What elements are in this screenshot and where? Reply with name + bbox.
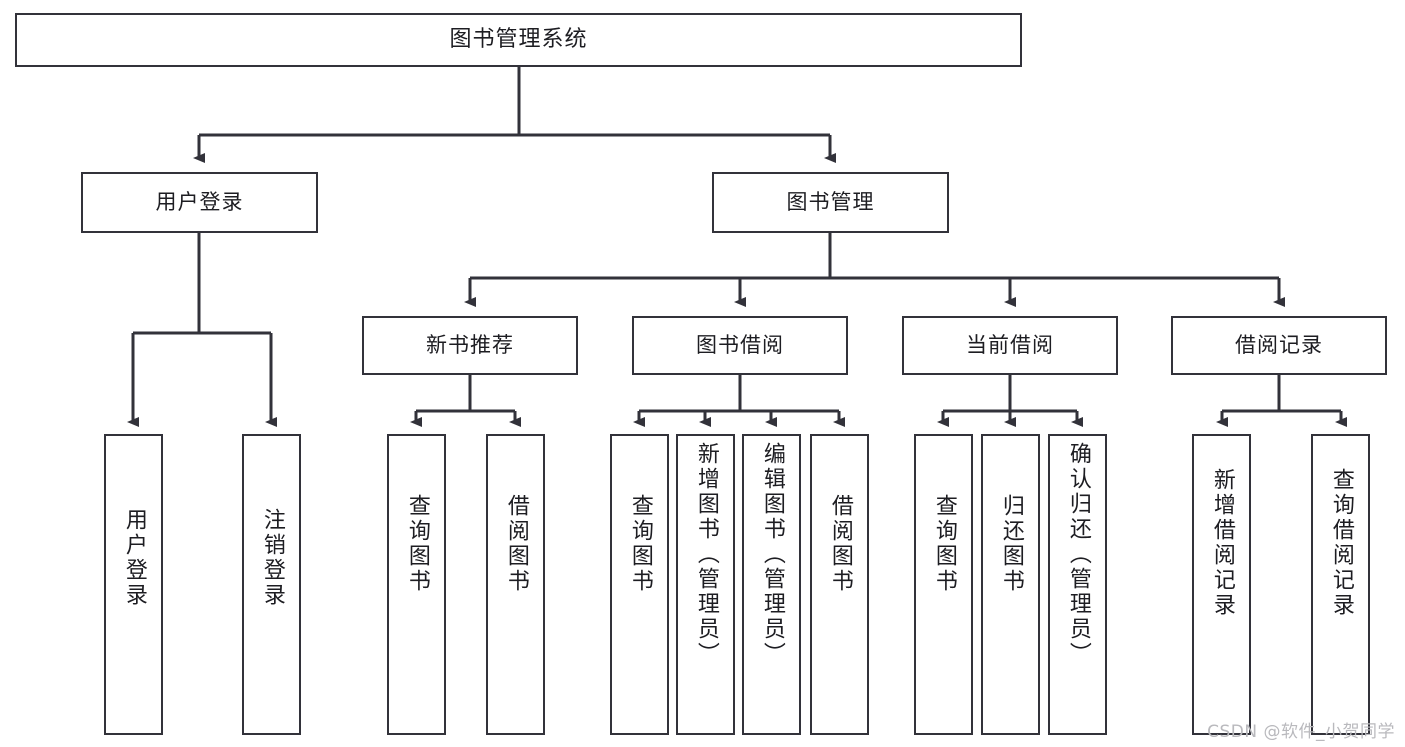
- node-label: 图书管理系统: [449, 26, 588, 52]
- node-label: 图书管理: [786, 189, 875, 214]
- leaf-add-book-admin[interactable]: 新增图书（管理员）: [676, 434, 735, 735]
- node-label: 用户登录: [155, 189, 244, 214]
- node-current-borrow[interactable]: 当前借阅: [902, 316, 1118, 375]
- node-label: 注销登录: [259, 508, 285, 608]
- node-label: 查询图书: [404, 494, 430, 594]
- leaf-confirm-return-admin[interactable]: 确认归还（管理员）: [1048, 434, 1107, 735]
- leaf-return-book[interactable]: 归还图书: [981, 434, 1040, 735]
- leaf-logout[interactable]: 注销登录: [242, 434, 301, 735]
- node-label: 查询图书: [627, 494, 653, 594]
- node-label: 当前借阅: [966, 332, 1054, 357]
- node-borrow-record[interactable]: 借阅记录: [1171, 316, 1387, 375]
- node-label: 编辑图书（管理员）: [759, 442, 785, 667]
- leaf-query-book-recommend[interactable]: 查询图书: [387, 434, 446, 735]
- leaf-query-borrow-record[interactable]: 查询借阅记录: [1311, 434, 1370, 735]
- leaf-query-book-current[interactable]: 查询图书: [914, 434, 973, 735]
- leaf-query-book-borrow[interactable]: 查询图书: [610, 434, 669, 735]
- node-book-management[interactable]: 图书管理: [712, 172, 949, 233]
- node-label: 确认归还（管理员）: [1065, 442, 1091, 667]
- node-label: 查询图书: [931, 494, 957, 594]
- leaf-borrow-book[interactable]: 借阅图书: [810, 434, 869, 735]
- leaf-borrow-book-recommend[interactable]: 借阅图书: [486, 434, 545, 735]
- watermark-text: CSDN @软件_小贺同学: [1207, 722, 1395, 742]
- node-label: 查询借阅记录: [1328, 468, 1354, 618]
- node-user-login[interactable]: 用户登录: [81, 172, 318, 233]
- node-label: 新增图书（管理员）: [693, 442, 719, 667]
- node-label: 新书推荐: [426, 332, 514, 357]
- node-label: 新增借阅记录: [1209, 468, 1235, 618]
- leaf-edit-book-admin[interactable]: 编辑图书（管理员）: [742, 434, 801, 735]
- node-label: 借阅记录: [1235, 332, 1323, 357]
- leaf-user-login[interactable]: 用户登录: [104, 434, 163, 735]
- node-book-borrow[interactable]: 图书借阅: [632, 316, 848, 375]
- node-label: 图书借阅: [696, 332, 784, 357]
- node-root-book-management-system[interactable]: 图书管理系统: [15, 13, 1022, 67]
- leaf-add-borrow-record[interactable]: 新增借阅记录: [1192, 434, 1251, 735]
- node-label: 用户登录: [121, 508, 147, 608]
- node-label: 借阅图书: [503, 494, 529, 594]
- node-label: 借阅图书: [827, 494, 853, 594]
- node-new-book-recommendation[interactable]: 新书推荐: [362, 316, 578, 375]
- node-label: 归还图书: [998, 494, 1024, 594]
